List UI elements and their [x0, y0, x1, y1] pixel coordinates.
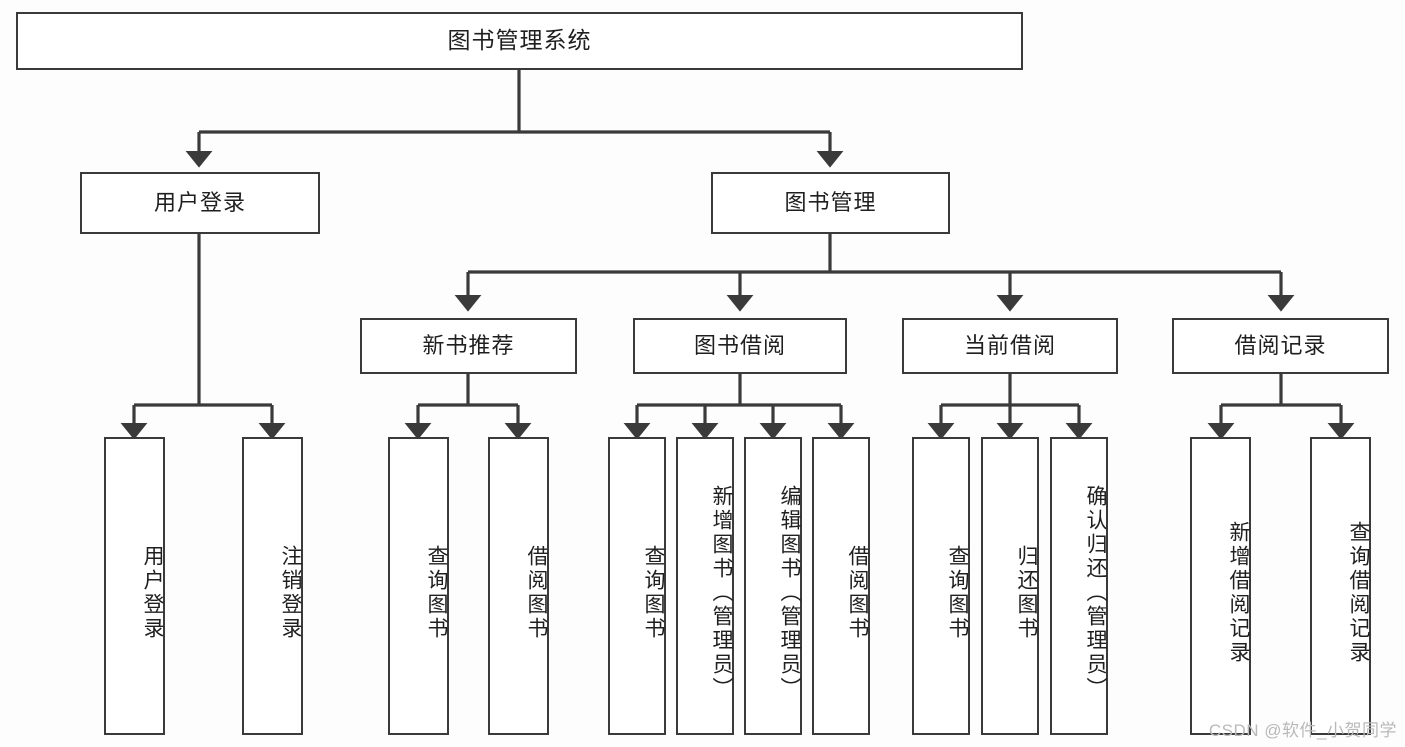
leaf-record-add[interactable]: 新增借阅记录 [1190, 437, 1251, 735]
leaf-current-confirm-return-admin-label: 确认归还（管理员） [1084, 485, 1107, 701]
leaf-current-confirm-return-admin[interactable]: 确认归还（管理员） [1050, 437, 1108, 735]
leaf-current-return-book-label: 归还图书 [1015, 545, 1038, 641]
node-book-borrow[interactable]: 图书借阅 [633, 318, 847, 374]
leaf-current-return-book[interactable]: 归还图书 [981, 437, 1039, 735]
leaf-user-login[interactable]: 用户登录 [104, 437, 165, 735]
node-root-system[interactable]: 图书管理系统 [16, 12, 1023, 70]
node-current-borrow[interactable]: 当前借阅 [902, 318, 1118, 374]
leaf-record-query-label: 查询借阅记录 [1347, 521, 1370, 665]
leaf-record-query[interactable]: 查询借阅记录 [1310, 437, 1371, 735]
leaf-recommend-borrow-book-label: 借阅图书 [525, 545, 548, 641]
node-user-login-label: 用户登录 [153, 189, 246, 215]
leaf-user-login-label: 用户登录 [141, 545, 164, 641]
leaf-record-add-label: 新增借阅记录 [1227, 521, 1250, 665]
leaf-user-logout-label: 注销登录 [279, 545, 302, 641]
leaf-current-query-book[interactable]: 查询图书 [912, 437, 970, 735]
node-current-borrow-label: 当前借阅 [963, 332, 1056, 358]
leaf-borrow-query-book[interactable]: 查询图书 [608, 437, 666, 735]
leaf-user-logout[interactable]: 注销登录 [242, 437, 303, 735]
node-book-management-label: 图书管理 [784, 189, 877, 215]
node-root-system-label: 图书管理系统 [447, 27, 592, 54]
leaf-borrow-edit-book-admin-label: 编辑图书（管理员） [778, 485, 801, 701]
node-borrow-record[interactable]: 借阅记录 [1172, 318, 1389, 374]
leaf-current-query-book-label: 查询图书 [946, 545, 969, 641]
node-book-borrow-label: 图书借阅 [693, 332, 786, 358]
leaf-recommend-query-book[interactable]: 查询图书 [388, 437, 449, 735]
csdn-watermark: CSDN @软件_小贺同学 [1208, 721, 1397, 740]
leaf-borrow-borrow-book[interactable]: 借阅图书 [812, 437, 870, 735]
leaf-borrow-query-book-label: 查询图书 [642, 545, 665, 641]
leaf-recommend-query-book-label: 查询图书 [425, 545, 448, 641]
leaf-borrow-add-book-admin-label: 新增图书（管理员） [710, 485, 733, 701]
leaf-recommend-borrow-book[interactable]: 借阅图书 [488, 437, 549, 735]
leaf-borrow-add-book-admin[interactable]: 新增图书（管理员） [676, 437, 734, 735]
node-new-book-recommend[interactable]: 新书推荐 [360, 318, 577, 374]
leaf-borrow-edit-book-admin[interactable]: 编辑图书（管理员） [744, 437, 802, 735]
node-user-login[interactable]: 用户登录 [80, 172, 320, 234]
leaf-borrow-borrow-book-label: 借阅图书 [846, 545, 869, 641]
node-borrow-record-label: 借阅记录 [1234, 332, 1327, 358]
node-book-management[interactable]: 图书管理 [711, 172, 950, 234]
node-new-book-recommend-label: 新书推荐 [422, 332, 515, 358]
